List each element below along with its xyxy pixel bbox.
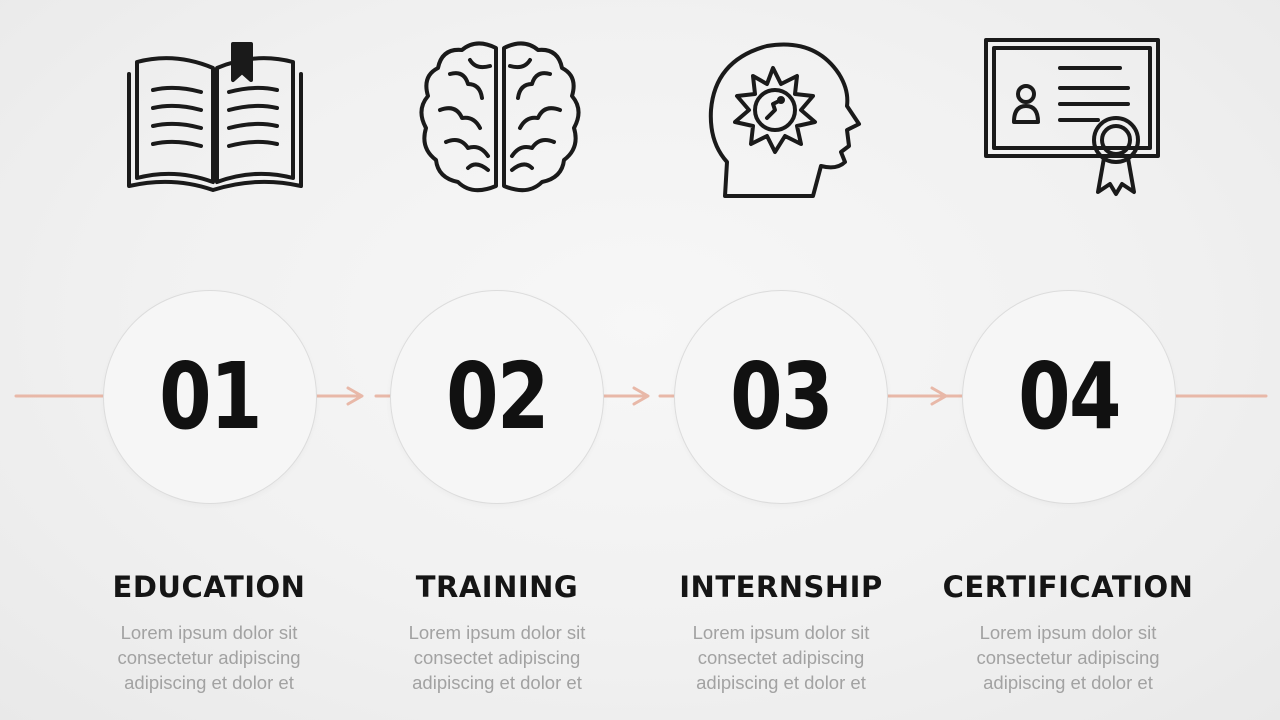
step-description-3: Lorem ipsum dolor sit consectet adipisci…: [651, 620, 911, 695]
desc-line: adipiscing et dolor et: [983, 672, 1153, 693]
step-title-training: TRAINING: [415, 570, 579, 604]
step-circle-3: 03: [674, 290, 888, 504]
desc-line: adipiscing et dolor et: [696, 672, 866, 693]
desc-line: adipiscing et dolor et: [412, 672, 582, 693]
step-description-2: Lorem ipsum dolor sit consectet adipisci…: [367, 620, 627, 695]
step-circle-4: 04: [962, 290, 1176, 504]
step-title-certification: CERTIFICATION: [942, 570, 1194, 604]
desc-line: consectet adipiscing: [413, 647, 581, 668]
brain-icon: [410, 30, 590, 210]
step-title-internship: INTERNSHIP: [679, 570, 883, 604]
desc-line: Lorem ipsum dolor sit: [979, 622, 1157, 643]
step-number: 03: [730, 343, 833, 450]
step-title-education: EDUCATION: [112, 570, 306, 604]
desc-line: Lorem ipsum dolor sit: [692, 622, 870, 643]
desc-line: Lorem ipsum dolor sit: [120, 622, 298, 643]
desc-line: consectet adipiscing: [697, 647, 865, 668]
step-circle-2: 02: [390, 290, 604, 504]
head-gear-icon: [695, 30, 875, 210]
step-description-4: Lorem ipsum dolor sit consectetur adipis…: [938, 620, 1198, 695]
open-book-icon: [125, 30, 305, 210]
desc-line: Lorem ipsum dolor sit: [408, 622, 586, 643]
desc-line: consectetur adipiscing: [976, 647, 1160, 668]
timeline-connector: [0, 280, 1280, 520]
step-number: 04: [1018, 343, 1121, 450]
step-number: 02: [446, 343, 549, 450]
desc-line: consectetur adipiscing: [117, 647, 301, 668]
step-number: 01: [159, 343, 262, 450]
desc-line: adipiscing et dolor et: [124, 672, 294, 693]
certificate-icon: [980, 30, 1160, 210]
step-circle-1: 01: [103, 290, 317, 504]
step-description-1: Lorem ipsum dolor sit consectetur adipis…: [79, 620, 339, 695]
